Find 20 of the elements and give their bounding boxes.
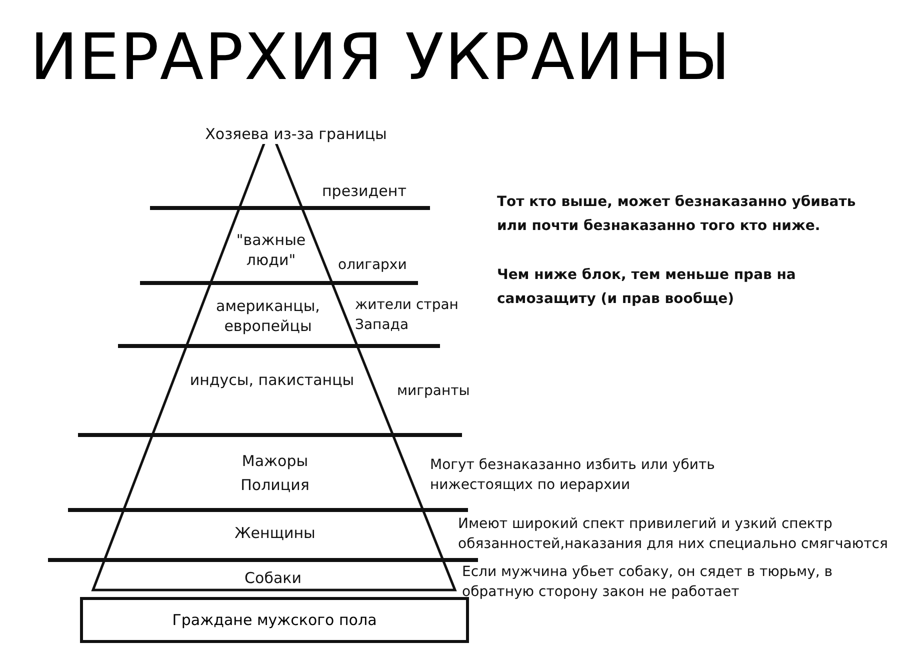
tier-label: Мажоры: [240, 451, 310, 471]
side-note: мигранты: [397, 382, 471, 401]
note-text: президент: [322, 181, 408, 201]
tier-label: индусы, пакистанцы: [188, 370, 356, 390]
tier-label: "важные люди": [235, 230, 307, 270]
tier-label: Хозяева из-за границы: [205, 124, 387, 144]
title: ИЕРАРХИЯ УКРАИНЫ: [30, 20, 732, 97]
box-label: Граждане мужского пола: [172, 611, 377, 629]
tier-label: Полиция: [240, 475, 310, 495]
side-note: Если мужчина убьет собаку, он сядет в тюрьму, в обратную сторону закон не работает: [462, 563, 834, 602]
tier-label: Женщины: [234, 523, 316, 543]
tier-label: американцы, европейцы: [215, 296, 321, 336]
note-text: Чем ниже блок, тем меньше прав на самозащиту (и прав вообще): [497, 266, 797, 309]
side-note: жители стран Запада: [355, 296, 460, 335]
base-box: [80, 597, 469, 643]
side-note: олигархи: [338, 256, 408, 275]
side-note: Могут безнаказанно избить или убить нижестоящих по иерархии: [430, 456, 716, 495]
tier-label: Собаки: [244, 568, 302, 588]
note-text: Тот кто выше, может безнаказанно убивать или почти безнаказанно того кто ниже.: [497, 193, 857, 236]
side-note: Имеют широкий спект привилегий и узкий спектр обязанностей,наказания для них специально смягчаются: [458, 515, 889, 554]
